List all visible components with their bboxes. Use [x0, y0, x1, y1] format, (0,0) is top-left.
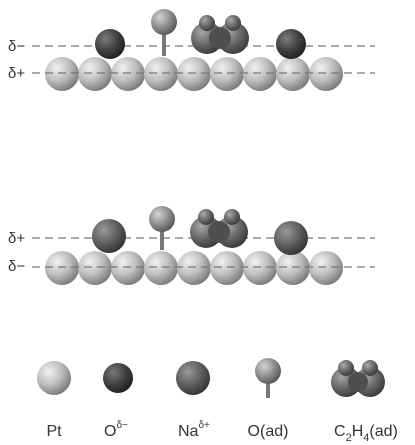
- pt-atom: [276, 251, 310, 285]
- pt-atom: [210, 57, 244, 91]
- legend-pt-label: Pt: [46, 423, 62, 440]
- panel-2: δ+ δ−: [8, 206, 375, 285]
- o-delta-minus-atom: [95, 29, 125, 59]
- na-delta-plus-atom: [92, 219, 126, 253]
- pt-atom: [111, 57, 145, 91]
- na-delta-plus-atom: [274, 221, 308, 255]
- c2h4-ad-molecule: [191, 15, 249, 54]
- panel-2-pt-surface: [45, 251, 343, 285]
- pt-atom: [144, 251, 178, 285]
- legend-na-delta-plus-icon: [176, 361, 210, 395]
- legend-o-delta-minus-icon: [103, 363, 133, 393]
- pt-atom: [45, 57, 79, 91]
- pt-atom: [177, 57, 211, 91]
- o-ad-stem: [162, 30, 166, 56]
- panel-1-lower-dipole-label: δ+: [8, 65, 25, 82]
- pt-atom: [177, 251, 211, 285]
- legend-pt-icon: [37, 361, 71, 395]
- pt-atom: [111, 251, 145, 285]
- pt-atom: [309, 251, 343, 285]
- pt-atom: [78, 251, 112, 285]
- panel-1-upper-dipole-label: δ−: [8, 38, 25, 55]
- legend-o-ad-icon: [255, 358, 281, 398]
- pt-atom: [243, 251, 277, 285]
- panel-2-upper-dipole-label: δ+: [8, 230, 25, 247]
- c2h4-ad-molecule: [190, 209, 248, 248]
- legend-o-delta-minus-label: Oδ−: [104, 420, 128, 440]
- pt-atom: [276, 57, 310, 91]
- o-ad-atom: [151, 9, 177, 35]
- legend: Pt Oδ− Naδ+ O(ad) C2H4(ad): [37, 358, 398, 444]
- o-ad-atom: [149, 206, 175, 232]
- legend-c2h4-ad-icon: [331, 360, 385, 397]
- o-ad-stem: [160, 226, 164, 250]
- pt-atom: [78, 57, 112, 91]
- o-delta-minus-atom: [276, 29, 306, 59]
- pt-atom: [309, 57, 343, 91]
- panel-1-pt-surface: [45, 57, 343, 91]
- panel-1: δ− δ+: [8, 9, 375, 91]
- pt-atom: [243, 57, 277, 91]
- legend-o-ad-label: O(ad): [248, 423, 289, 440]
- panel-2-lower-dipole-label: δ−: [8, 258, 25, 275]
- pt-atom: [210, 251, 244, 285]
- legend-na-delta-plus-label: Naδ+: [178, 420, 210, 440]
- pt-atom: [144, 57, 178, 91]
- legend-c2h4-ad-label: C2H4(ad): [334, 423, 398, 444]
- pt-atom: [45, 251, 79, 285]
